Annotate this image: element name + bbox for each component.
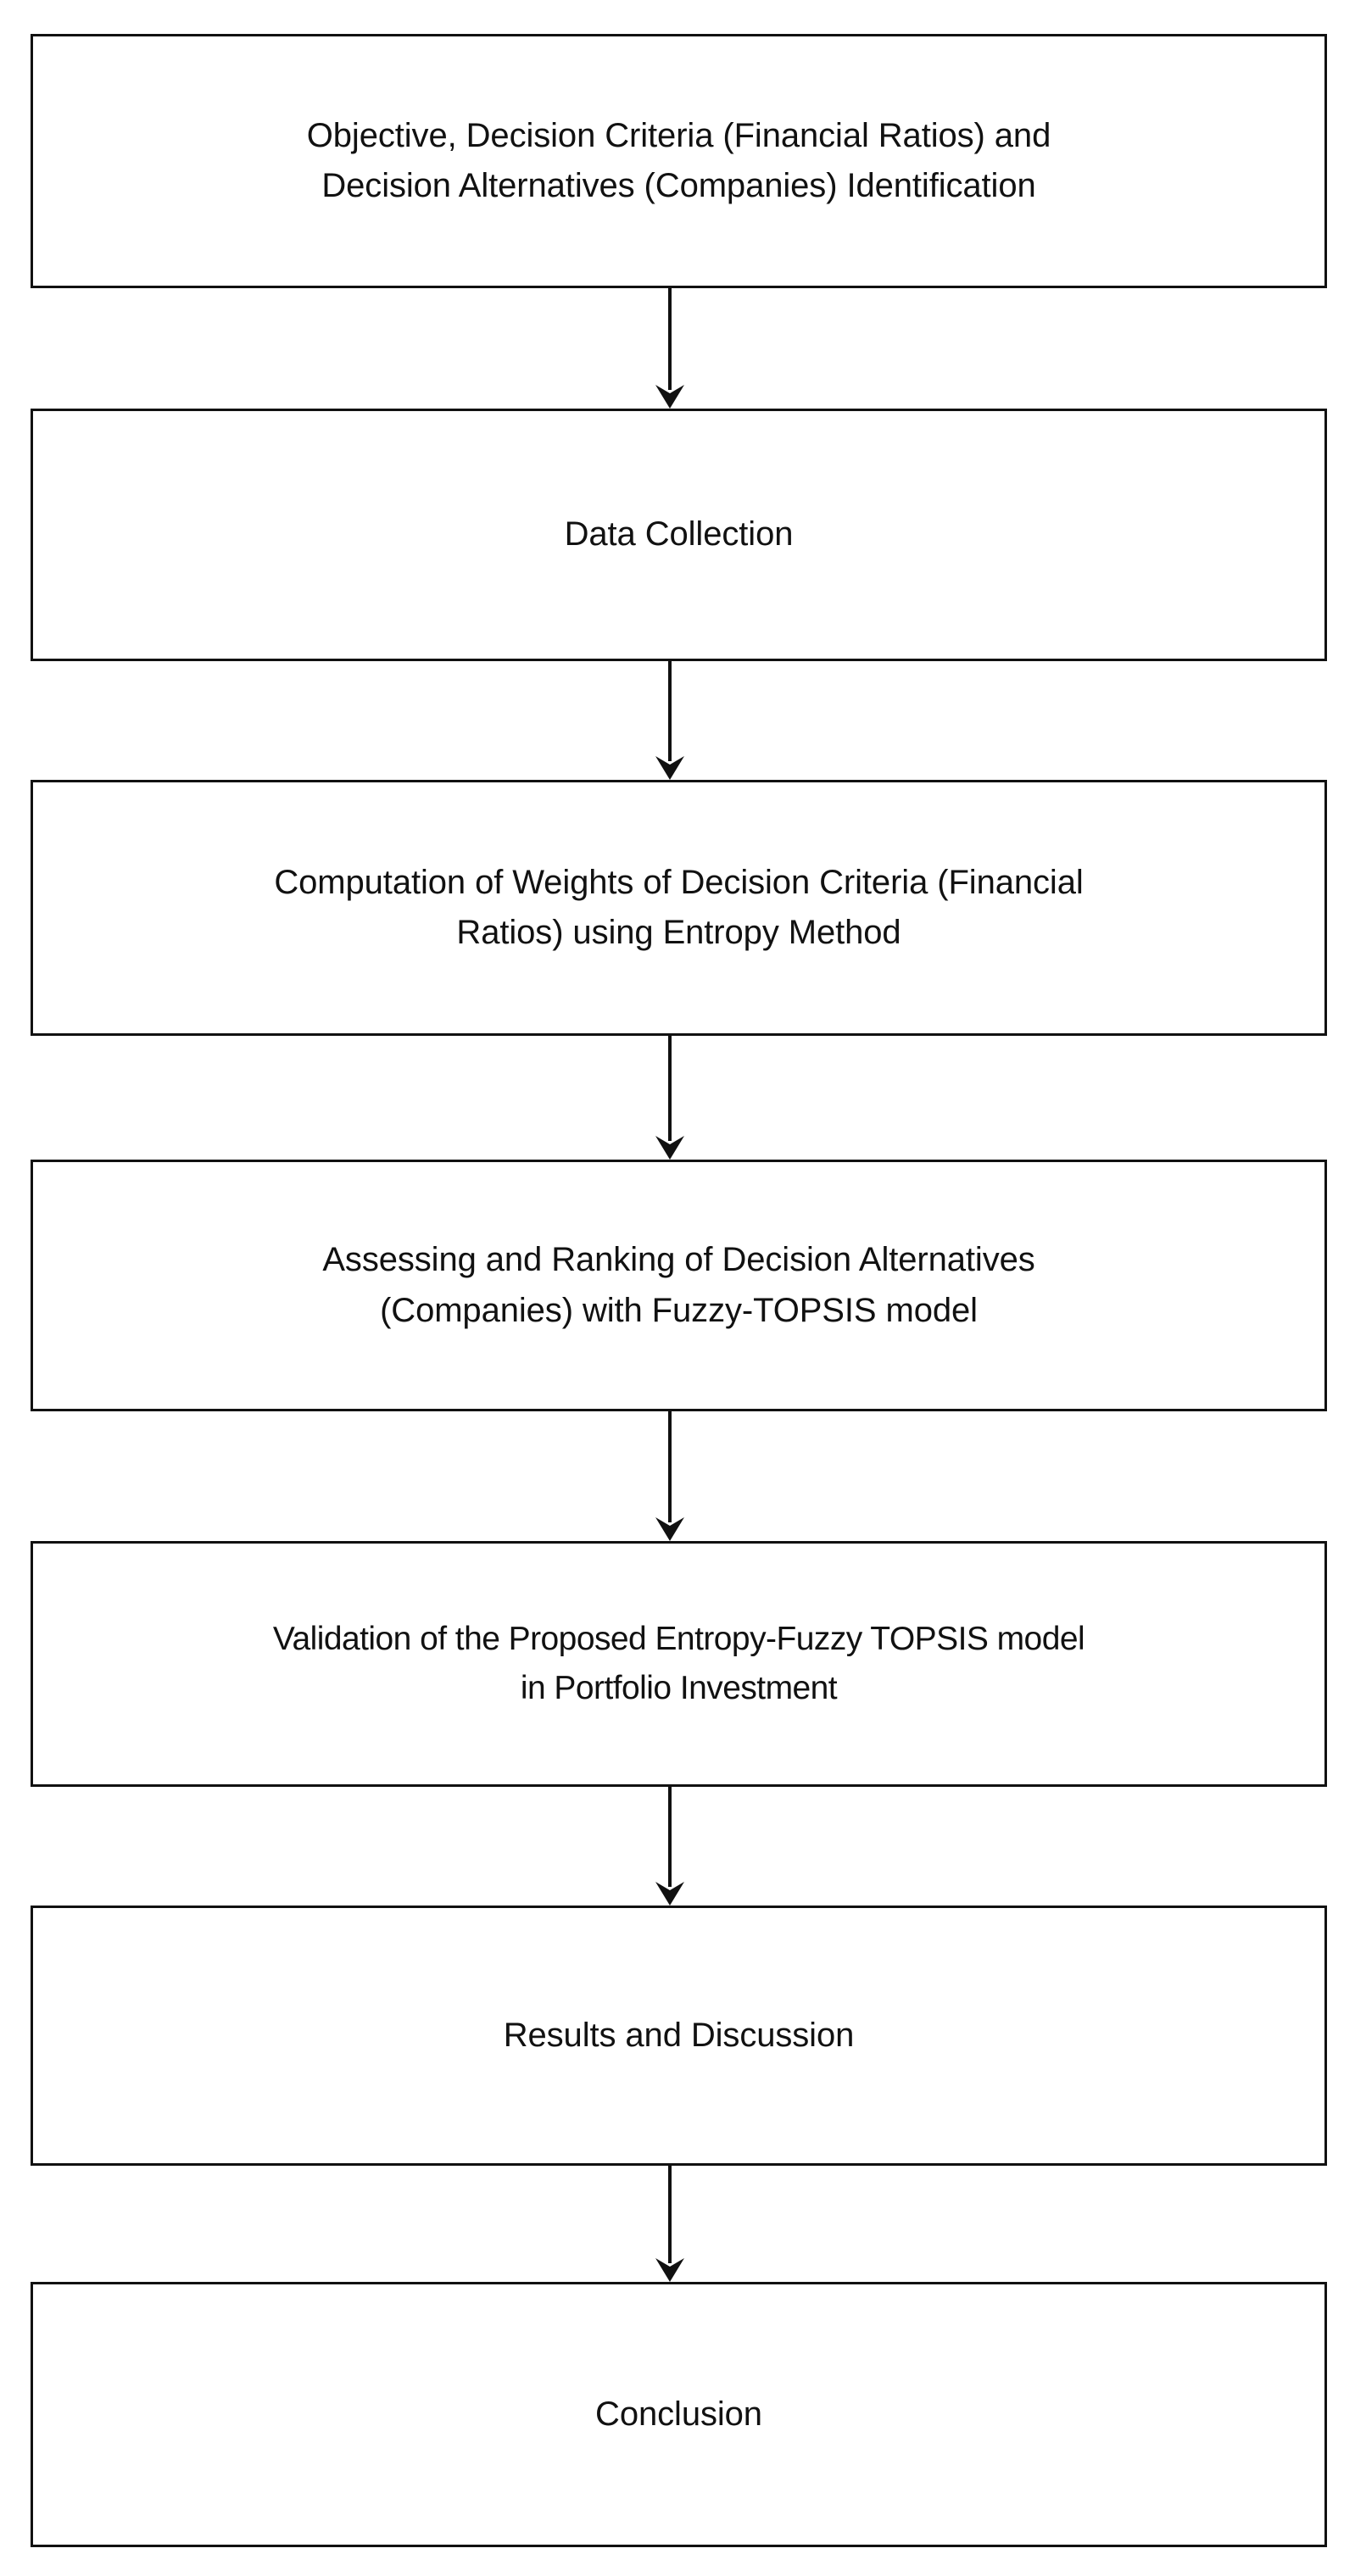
arrow-node4-to-node5 — [653, 1411, 687, 1541]
flow-node-assessing-ranking-fuzzy-topsis: Assessing and Ranking of Decision Altern… — [31, 1160, 1327, 1411]
arrow-node2-to-node3 — [653, 661, 687, 780]
arrowhead — [655, 1517, 684, 1541]
flow-node-label: Validation of the Proposed Entropy-Fuzzy… — [272, 1621, 1085, 1706]
flow-node-label: Conclusion — [595, 2395, 762, 2433]
flow-node-data-collection: Data Collection — [31, 409, 1327, 661]
arrow-node5-to-node6 — [653, 1787, 687, 1906]
flow-node-model-validation-portfolio: Validation of the Proposed Entropy-Fuzzy… — [31, 1541, 1327, 1787]
arrow-node3-to-node4 — [653, 1036, 687, 1160]
flow-node-label: Assessing and Ranking of Decision Altern… — [322, 1241, 1035, 1329]
arrowhead — [655, 1136, 684, 1160]
arrowhead — [655, 2258, 684, 2282]
flow-node-objective-identification: Objective, Decision Criteria (Financial … — [31, 34, 1327, 288]
arrow-node1-to-node2 — [653, 288, 687, 409]
arrow-node6-to-node7 — [653, 2166, 687, 2282]
flow-node-label: Objective, Decision Criteria (Financial … — [306, 116, 1051, 204]
flow-node-weight-computation-entropy: Computation of Weights of Decision Crite… — [31, 780, 1327, 1036]
arrowhead — [655, 385, 684, 409]
flow-node-label: Data Collection — [564, 515, 794, 554]
arrowhead — [655, 1882, 684, 1906]
flow-node-results-and-discussion: Results and Discussion — [31, 1906, 1327, 2166]
flow-node-label: Results and Discussion — [503, 2016, 855, 2054]
flow-node-conclusion: Conclusion — [31, 2282, 1327, 2547]
flow-node-label: Computation of Weights of Decision Crite… — [274, 863, 1084, 951]
arrowhead — [655, 756, 684, 780]
